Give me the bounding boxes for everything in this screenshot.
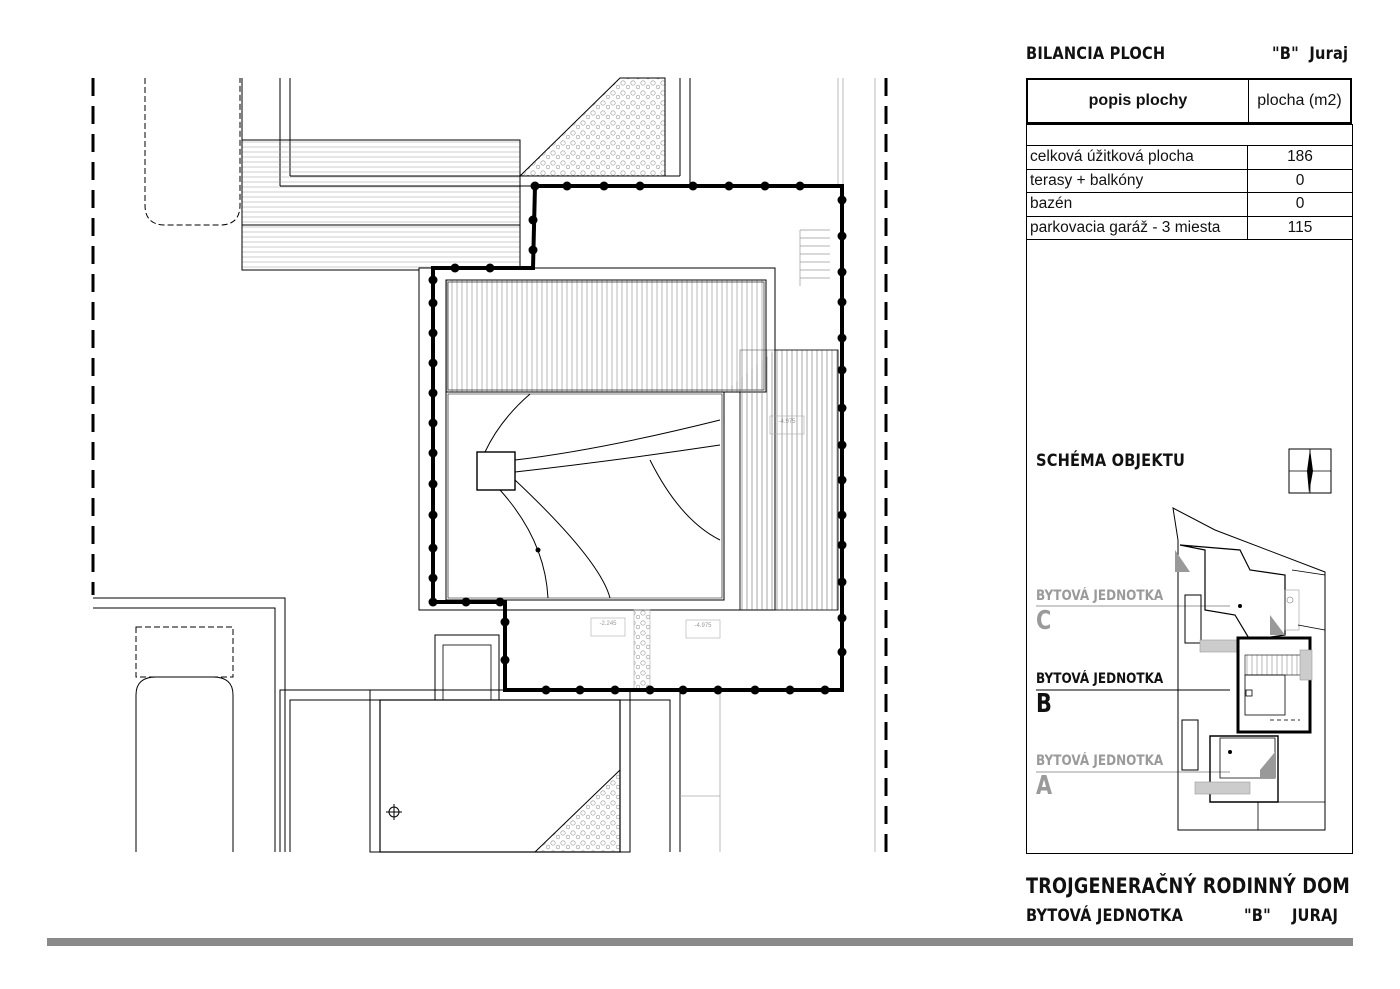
site-plan-drawing: -4.975 -2.245 -4.975	[91, 77, 888, 853]
bottom-bar	[47, 938, 1353, 946]
row-label: terasy + balkóny	[1030, 171, 1144, 189]
schema-title: SCHÉMA OBJEKTU	[1036, 451, 1186, 471]
balance-table-body: celková úžitková plocha 186 terasy + balk…	[1027, 146, 1352, 240]
row-value: 186	[1287, 148, 1313, 165]
row-value: 115	[1287, 218, 1313, 236]
row-label: celková úžitková plocha	[1030, 148, 1194, 165]
column-header-description: popis plochy	[1028, 80, 1249, 122]
unit-a-letter: A	[1036, 771, 1053, 801]
unit-c-label: BYTOVÁ JEDNOTKA	[1036, 588, 1164, 604]
table-row: parkovacia garáž - 3 miesta 115	[1027, 216, 1352, 240]
level-label: -4.975	[778, 419, 796, 425]
unit-b-label: BYTOVÁ JEDNOTKA	[1036, 671, 1164, 687]
project-subtitle: BYTOVÁ JEDNOTKA	[1026, 906, 1184, 926]
row-label: parkovacia garáž - 3 miesta	[1030, 218, 1221, 236]
table-divider	[1026, 145, 1353, 146]
table-row: bazén 0	[1027, 193, 1352, 217]
building-schema-diagram	[1036, 507, 1326, 831]
north-arrow-icon	[1288, 448, 1332, 494]
balance-panel-frame	[1026, 124, 1353, 854]
balance-unit-label: "B" Juraj	[1272, 44, 1349, 64]
table-row: celková úžitková plocha 186	[1027, 146, 1352, 170]
column-header-area: plocha (m2)	[1257, 92, 1342, 109]
row-value: 0	[1295, 195, 1305, 212]
balance-title: BILANCIA PLOCH	[1026, 44, 1166, 64]
unit-a-label: BYTOVÁ JEDNOTKA	[1036, 753, 1164, 769]
unit-c-letter: C	[1036, 606, 1052, 636]
row-label: bazén	[1030, 195, 1073, 212]
level-label: -4.975	[694, 623, 712, 629]
row-value: 0	[1295, 171, 1305, 189]
balance-table-header: popis plochy plocha (m2)	[1026, 78, 1352, 124]
unit-b-letter: B	[1036, 689, 1052, 719]
table-row: terasy + balkóny 0	[1027, 169, 1352, 193]
project-title: TROJGENERAČNÝ RODINNÝ DOM	[1026, 874, 1351, 898]
project-unit: "B" JURAJ	[1244, 906, 1339, 926]
level-label: -2.245	[599, 621, 617, 627]
